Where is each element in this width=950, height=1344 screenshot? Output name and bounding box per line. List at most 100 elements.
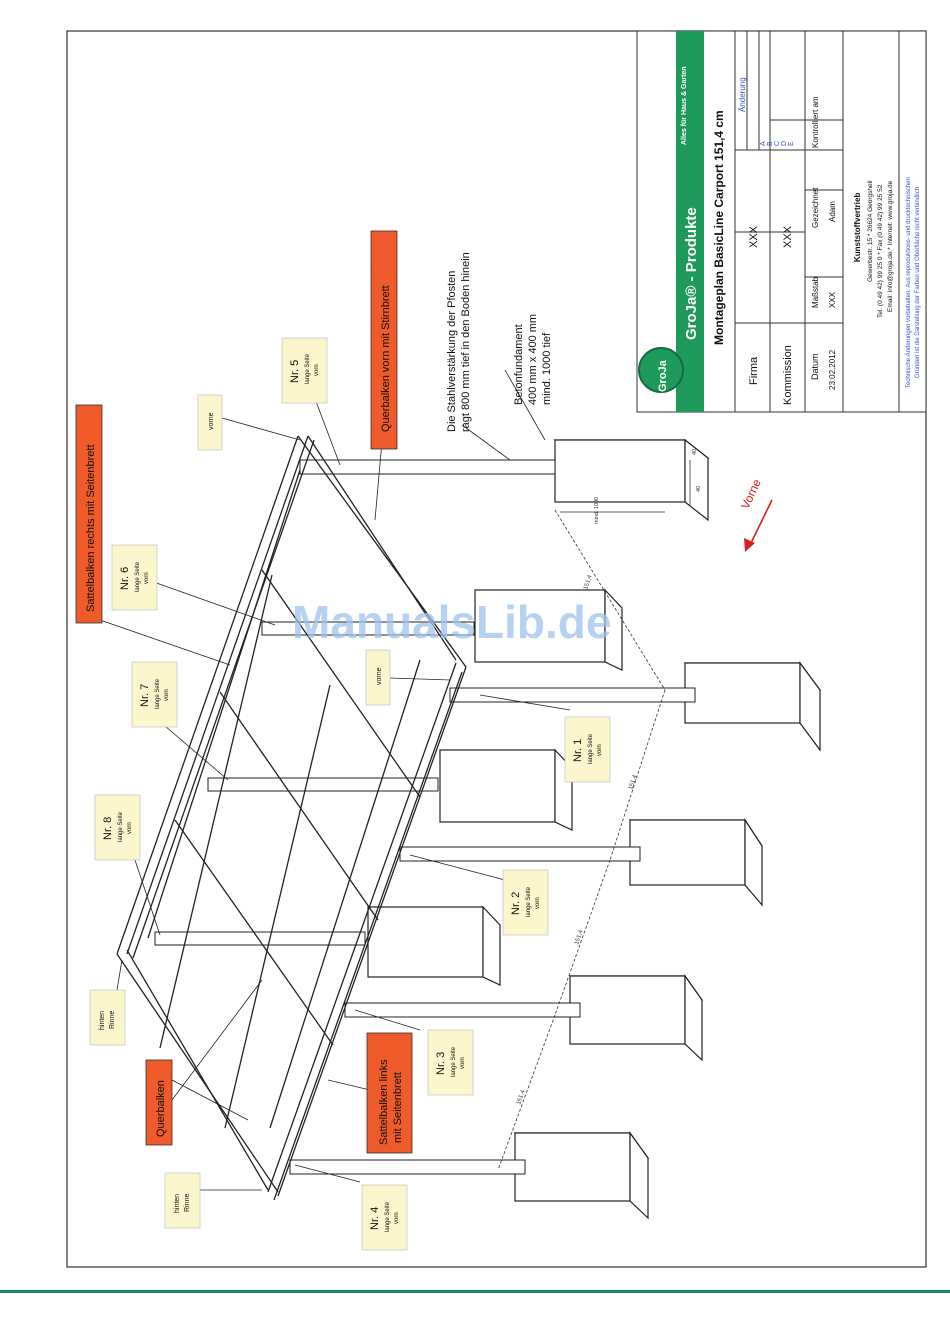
svg-text:hinten: hinten <box>174 1194 181 1213</box>
svg-text:Nr. 4: Nr. 4 <box>369 1207 381 1230</box>
dim-depth-label: mind. 1000 <box>594 497 600 524</box>
foundation-block-5 <box>553 438 710 522</box>
kommission-value: XXX <box>782 225 794 248</box>
svg-text:vorn: vorn <box>127 822 133 834</box>
querbalken-vorn-tag: Querbalken vorn mit Stirnbrett <box>370 230 398 450</box>
legal-line-1: Technische Änderungen vorbehalten. Aus r… <box>905 177 912 388</box>
brand-banner <box>676 31 704 412</box>
vorne-label-mid: vorne <box>365 649 391 706</box>
title-block: GroJa GroJa® - Produkte Alles für Haus &… <box>636 30 927 413</box>
post-label-8: Nr. 8 lange Seite vorn <box>94 794 141 861</box>
notes: Die Stahlverstärkung der Pfosten ragt 80… <box>446 252 553 432</box>
drawing-frame <box>66 30 927 1268</box>
post-labels: Nr. 5 lange Seite vorn Nr. 6 lange Seite… <box>89 337 611 1251</box>
foundation-block-6 <box>474 588 623 671</box>
leader-lines <box>99 369 571 1191</box>
svg-text:vorn: vorn <box>314 364 320 376</box>
svg-text:vorne: vorne <box>376 667 383 685</box>
direction-indicator: Vorne <box>738 477 773 552</box>
vendor-phone: Tel. (0 49 42) 99 25 0 * Fax (0 49 42) 9… <box>877 184 884 318</box>
svg-text:lange Seite: lange Seite <box>305 353 311 384</box>
post-label-4: Nr. 4 lange Seite vorn <box>361 1184 408 1251</box>
svg-text:lange Seite: lange Seite <box>118 811 124 842</box>
post-label-3: Nr. 3 lange Seite vorn <box>427 1029 474 1096</box>
kommission-label: Kommission <box>782 345 794 405</box>
foundation-note-line-2: 400 mm x 400 mm <box>527 314 539 405</box>
svg-text:vorn: vorn <box>164 689 170 701</box>
foundation-block-3 <box>568 974 704 1062</box>
hinten-rinne-label-top: hinten Rinne <box>89 989 126 1046</box>
post-label-5: Nr. 5 lange Seite vorn <box>281 337 328 404</box>
gezeichnet-value: Adam <box>828 201 837 222</box>
datum-value: 23.02.2012 <box>828 349 837 390</box>
foundation-block-7 <box>439 748 573 831</box>
svg-text:Sattelbalken links: Sattelbalken links <box>378 1059 390 1145</box>
vendor-title: Kunststoffvertrieb <box>853 193 862 262</box>
svg-text:Rinne: Rinne <box>184 1194 191 1212</box>
vendor-address: Gewerbestr. 15 * 26624 Georgsheil <box>867 180 874 282</box>
foundations <box>367 438 822 1220</box>
svg-text:Nr. 8: Nr. 8 <box>102 817 114 840</box>
svg-text:vorn: vorn <box>394 1212 400 1224</box>
dimension-lines <box>497 460 691 1171</box>
svg-text:hinten: hinten <box>99 1011 106 1030</box>
svg-text:lange Seite: lange Seite <box>526 886 532 917</box>
massstab-value: XXX <box>828 291 837 308</box>
svg-text:lange Seite: lange Seite <box>155 678 161 709</box>
post-label-2: Nr. 2 lange Seite vorn <box>502 869 549 936</box>
watermark: ManualsLib.de <box>292 596 611 648</box>
part-labels: Sattelbalken rechts mit Seitenbrett Quer… <box>75 230 413 1154</box>
svg-text:Nr. 7: Nr. 7 <box>139 684 151 707</box>
brand-tagline: Alles für Haus & Garten <box>681 66 688 145</box>
foundation-block-4 <box>513 1131 650 1220</box>
datum-label: Datum <box>810 353 820 380</box>
assembly-drawing-sheet: GroJa GroJa® - Produkte Alles für Haus &… <box>66 30 927 1268</box>
rev-letter-d: D <box>781 141 788 146</box>
svg-text:lange Seite: lange Seite <box>385 1201 391 1232</box>
drawing-title: Montageplan BasicLine Carport 151,4 cm <box>712 110 726 345</box>
firma-value: XXX <box>748 225 760 248</box>
svg-text:vorne: vorne <box>208 412 215 430</box>
svg-text:vorn: vorn <box>535 897 541 909</box>
svg-text:vorn: vorn <box>144 572 150 584</box>
foundation-note-line-3: mind. 1000 tief <box>541 332 553 405</box>
svg-text:Nr. 5: Nr. 5 <box>289 360 301 383</box>
foundation-block-2 <box>628 817 764 907</box>
posts <box>154 459 696 1175</box>
steel-note-line-1: Die Stahlverstärkung der Pfosten <box>446 271 458 432</box>
direction-label: Vorne <box>738 477 764 512</box>
svg-text:lange Seite: lange Seite <box>451 1046 457 1077</box>
rev-letter-a: A <box>760 141 767 146</box>
svg-text:Sattelbalken rechts mit Seiten: Sattelbalken rechts mit Seitenbrett <box>85 444 97 612</box>
roof-frame <box>116 435 467 1201</box>
dim-label-4: 151,4 <box>583 574 594 591</box>
post-label-7: Nr. 7 lange Seite vorn <box>131 661 178 728</box>
svg-text:mit Seitenbrett: mit Seitenbrett <box>392 1072 404 1143</box>
rev-letter-e: E <box>788 141 795 146</box>
firma-label: Firma <box>748 356 760 385</box>
svg-text:Nr. 3: Nr. 3 <box>435 1052 447 1075</box>
dim-width-label: 40 <box>696 486 702 492</box>
querbalken-tag: Querbalken <box>145 1059 173 1146</box>
legal-line-2: Gründen ist die Darstellung der Farben u… <box>915 187 921 378</box>
page-footer-rule <box>0 1290 950 1293</box>
dim-label-2: 151,4 <box>574 929 585 946</box>
rev-letter-b: B <box>767 141 774 146</box>
rev-letter-c: C <box>774 141 781 146</box>
foundation-note-line-1: Betonfundament <box>513 324 525 405</box>
dim-width-label-2: 40 <box>692 449 698 455</box>
svg-text:Nr. 6: Nr. 6 <box>119 567 131 590</box>
svg-text:Querbalken: Querbalken <box>155 1080 167 1137</box>
aenderung-label: Änderung <box>738 77 747 112</box>
groja-logo <box>638 347 684 393</box>
vorne-label-top: vorne <box>197 394 223 451</box>
steel-note-line-2: ragt 800 mm tief in den Boden hinein <box>460 252 472 432</box>
logo-text: GroJa <box>657 359 669 392</box>
kontrolliert-label: Kontrolliert am <box>811 96 820 148</box>
svg-text:Querbalken vorn mit Stirnbrett: Querbalken vorn mit Stirnbrett <box>380 285 392 432</box>
svg-text:Nr. 1: Nr. 1 <box>572 739 584 762</box>
hinten-rinne-label-bottom: hinten Rinne <box>164 1172 201 1229</box>
svg-text:vorn: vorn <box>460 1057 466 1069</box>
svg-text:lange Seite: lange Seite <box>588 733 594 764</box>
sattelbalken-links-tag: Sattelbalken links mit Seitenbrett <box>366 1032 413 1154</box>
